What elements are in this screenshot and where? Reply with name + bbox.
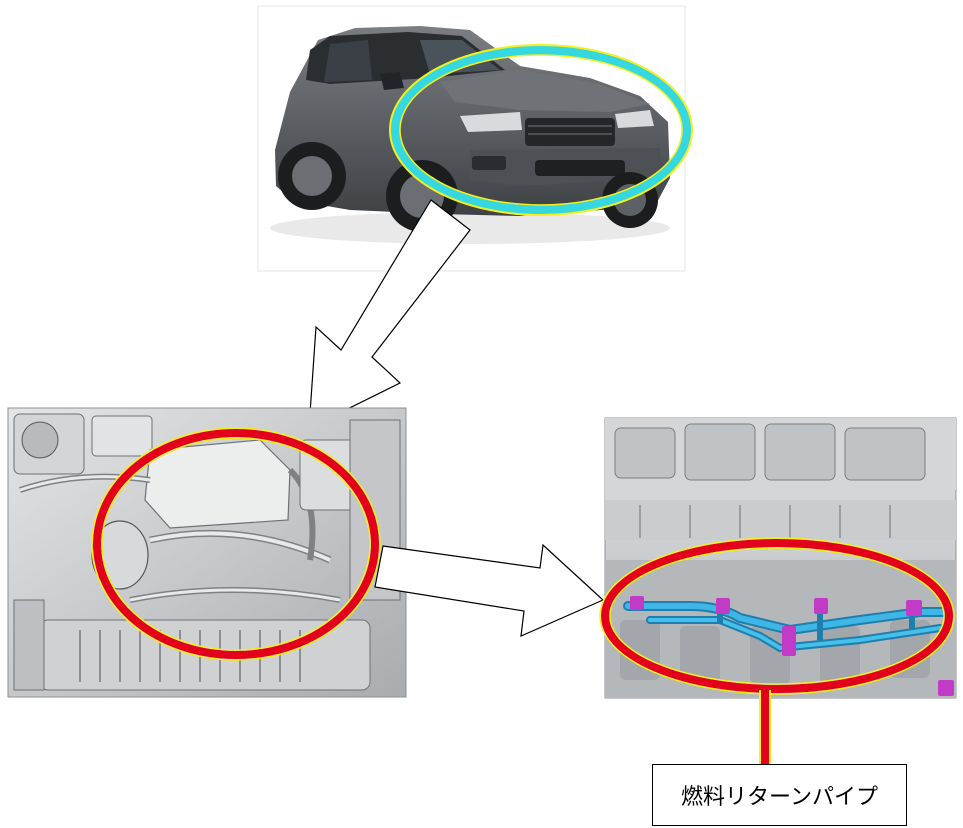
callout-leader-line bbox=[759, 690, 771, 765]
arrow-right bbox=[374, 543, 605, 637]
car-front-highlight bbox=[389, 44, 693, 216]
fuel-rail-closeup bbox=[604, 417, 957, 699]
car-photo bbox=[257, 5, 686, 272]
fuel-return-pipe-label-text: 燃料リターンパイプ bbox=[681, 785, 878, 810]
engine-top-highlight bbox=[91, 427, 381, 661]
fuel-return-pipe-label: 燃料リターンパイプ bbox=[652, 764, 907, 826]
arrow-down-left bbox=[308, 199, 471, 430]
fuel-rail-highlight bbox=[599, 537, 955, 695]
